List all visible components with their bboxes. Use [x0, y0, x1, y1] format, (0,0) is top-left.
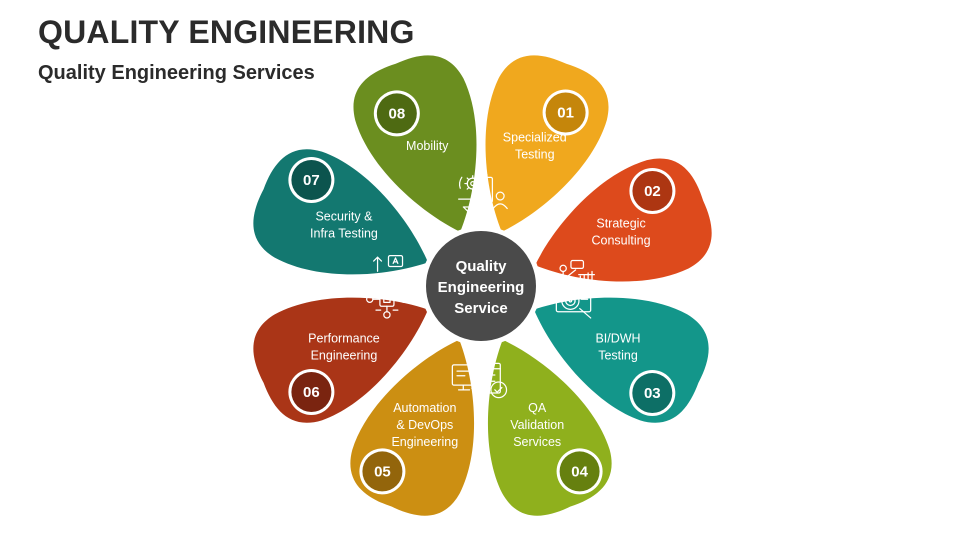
number-badge: 04 [556, 448, 603, 495]
gear-exchange-icon [458, 175, 488, 212]
badge-number: 02 [644, 183, 661, 200]
number-badge: 02 [629, 167, 676, 214]
badge-number: 08 [388, 105, 405, 122]
petal-07: Security &Infra Testing 07 [253, 149, 429, 290]
number-badge: 05 [359, 448, 406, 495]
badge-number: 03 [644, 385, 661, 402]
number-badge: 07 [288, 157, 335, 204]
ab-test-icon [369, 254, 404, 290]
number-badge: 06 [288, 368, 335, 415]
petal-08: Mobility 08 [353, 55, 488, 232]
badge-number: 01 [557, 105, 574, 122]
petal-label: Security &Infra Testing [310, 209, 378, 240]
petal-label: Mobility [406, 139, 449, 153]
badge-number: 06 [303, 384, 320, 401]
monitor-gear-icon [451, 364, 490, 398]
page-title: QUALITY ENGINEERING [38, 14, 415, 50]
badge-number: 04 [571, 463, 588, 480]
network-hub-icon [366, 279, 408, 319]
number-badge: 08 [373, 90, 420, 137]
target-magnifier-icon [555, 282, 592, 319]
badge-number: 05 [374, 463, 391, 480]
number-badge: 03 [629, 370, 676, 417]
page-subtitle: Quality Engineering Services [38, 62, 315, 84]
number-badge: 01 [542, 89, 589, 136]
badge-number: 07 [303, 172, 320, 189]
presenter-audience-icon [557, 259, 595, 294]
